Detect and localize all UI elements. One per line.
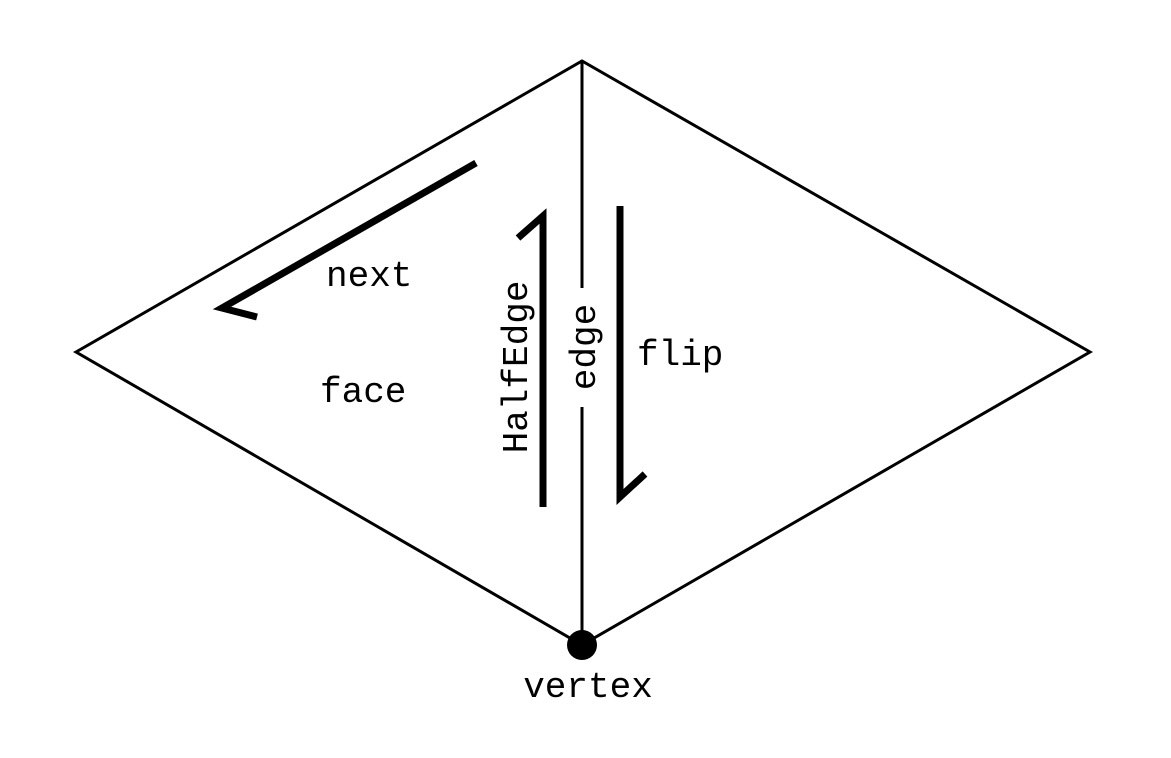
face-label: face <box>320 372 406 413</box>
next-arrow <box>212 159 478 321</box>
flip-label: flip <box>637 335 723 376</box>
edge-label: edge <box>565 304 606 390</box>
flip-arrow <box>616 206 648 505</box>
next-label: next <box>326 256 412 297</box>
halfedge-label: HalfEdge <box>497 281 538 454</box>
halfedge-arrow <box>515 208 547 507</box>
vertex-dot <box>567 630 597 660</box>
diamond-outline <box>72 59 1094 647</box>
vertex-label: vertex <box>523 667 653 708</box>
